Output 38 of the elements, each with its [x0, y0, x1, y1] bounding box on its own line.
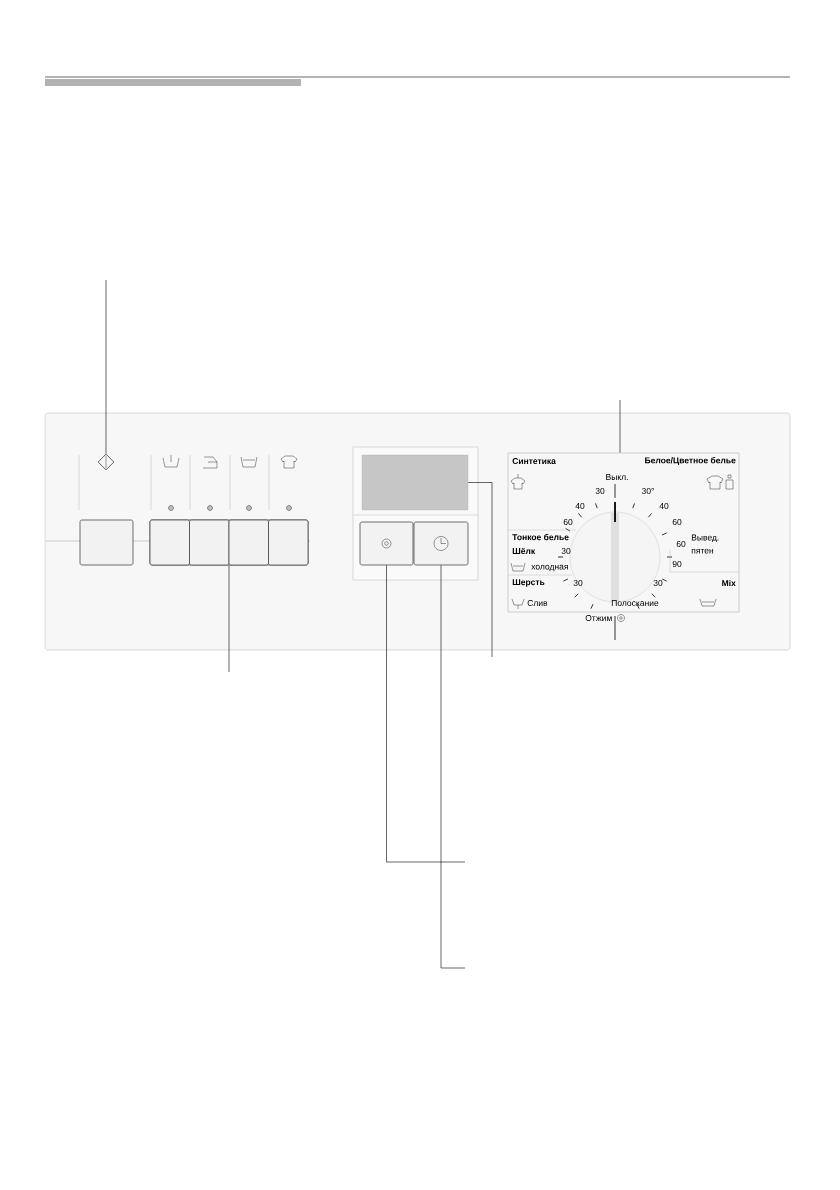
dial-label: Слив	[527, 600, 548, 606]
dial-label: 90	[672, 561, 682, 567]
dial-label: 30	[595, 488, 605, 494]
display-screen	[361, 454, 469, 511]
dial-label: 30	[561, 548, 571, 554]
leader-line	[440, 565, 466, 969]
spin-button	[359, 521, 414, 566]
option-button	[228, 519, 269, 566]
dial-label: Выкл.	[606, 474, 628, 480]
dial-label: Отжим	[585, 615, 612, 621]
dial-label: 40	[659, 503, 669, 509]
time-button	[413, 521, 469, 566]
dial-label: 60	[563, 519, 573, 525]
leader-line	[467, 482, 493, 658]
option-button	[268, 519, 309, 566]
dial-label: Полоскание	[611, 600, 659, 606]
start-icon	[97, 453, 115, 471]
dial-label: Тонкое белье	[512, 533, 569, 541]
start-button	[79, 519, 134, 566]
dial-label: 30	[573, 580, 583, 586]
dial-label: Шерсть	[512, 579, 545, 587]
dial-label: 30	[653, 580, 663, 586]
leader-line	[619, 399, 621, 453]
leader-line	[228, 565, 230, 673]
dial-label: холодная	[531, 564, 568, 572]
option-button	[149, 519, 190, 566]
dial-label: 40	[575, 503, 585, 509]
leader-line	[386, 565, 466, 863]
dial-label: 60	[672, 519, 682, 525]
dial-label: Вывед. пятен	[691, 534, 719, 554]
leader-line	[105, 279, 107, 454]
dial-label: Шёлк	[512, 548, 536, 554]
option-button	[189, 519, 230, 566]
dial-label: Белое/Цветное белье	[645, 457, 736, 465]
dial-label: 60	[676, 541, 686, 547]
dial-label: Синтетика	[512, 458, 556, 464]
dial-label: 30°	[641, 488, 654, 494]
dial-label: Mix	[722, 579, 736, 587]
